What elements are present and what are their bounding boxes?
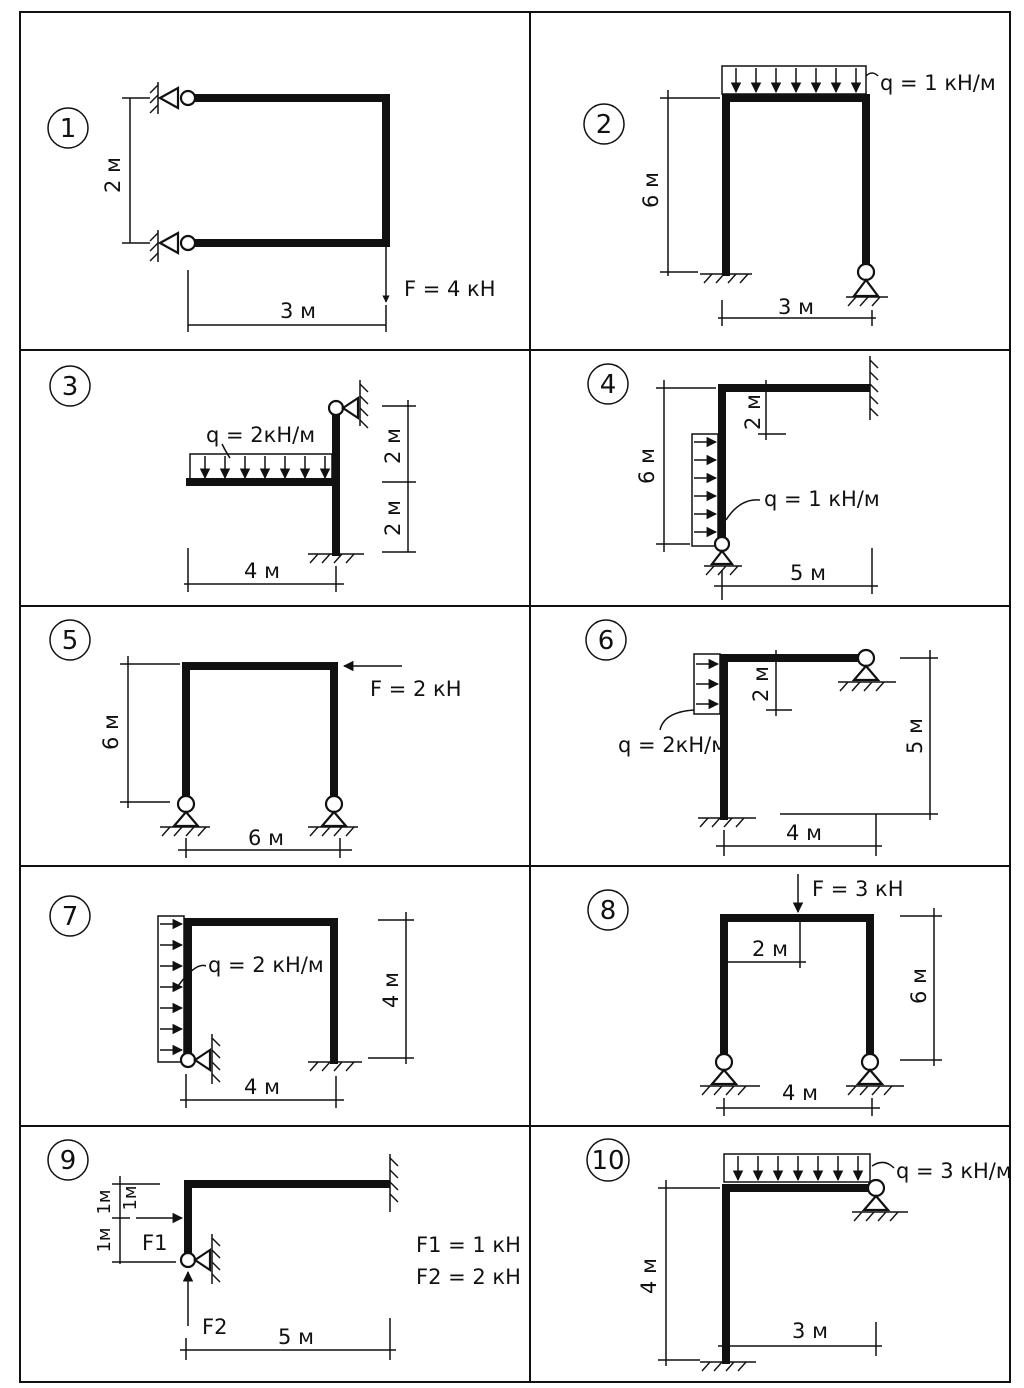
problem-number: 7 bbox=[62, 902, 79, 932]
span-label: 4 м bbox=[244, 1075, 280, 1099]
dim-a-label: 1м bbox=[94, 1189, 115, 1214]
problem-number-circle bbox=[47, 107, 89, 149]
problem-number-circle bbox=[49, 365, 91, 407]
f1-value: F1 = 1 кН bbox=[416, 1233, 521, 1257]
problem-number: 5 bbox=[62, 626, 79, 656]
problem-8: 8 F = 3 кН 2 м 6 м 4 м bbox=[587, 874, 942, 1116]
problem-number: 3 bbox=[62, 372, 79, 402]
force-label: F = 4 кН bbox=[404, 277, 496, 301]
f2-value: F2 = 2 кН bbox=[416, 1265, 521, 1289]
problem-6: 6 q = 2кН/м 2 м 5 м 4 м bbox=[585, 619, 938, 856]
problem-number: 4 bbox=[600, 370, 617, 400]
height-label: 6 м bbox=[99, 714, 123, 750]
load-label: q = 3 кН/м bbox=[896, 1159, 1012, 1183]
span-label: 3 м bbox=[792, 1319, 828, 1343]
dim-b-label: 1м bbox=[120, 1185, 141, 1210]
load-label: q = 1 кН/м bbox=[764, 487, 880, 511]
upper-dim-label: 2 м bbox=[381, 428, 405, 464]
force-label: F = 2 кН bbox=[370, 677, 462, 701]
problem-7: 7 q = 2 кН/м 4 м 4 м bbox=[49, 895, 414, 1108]
load-label: q = 1 кН/м bbox=[880, 71, 996, 95]
problem-2: 2 q = 1 кН/м 6 м 3 м bbox=[583, 65, 996, 326]
problem-3: 3 q = 2кН/м 2 м 2 м bbox=[49, 365, 416, 592]
span-label: 5 м bbox=[790, 561, 826, 585]
height-label: 4 м bbox=[379, 972, 403, 1008]
dim-c-label: 1м bbox=[94, 1227, 115, 1252]
offset-label: 2 м bbox=[752, 937, 788, 961]
problem-5: 5 F = 2 кН 6 м 6 м bbox=[49, 619, 462, 858]
problem-number: 10 bbox=[591, 1146, 624, 1176]
height-label: 5 м bbox=[903, 718, 927, 754]
load-label: q = 2кН/м bbox=[206, 423, 315, 447]
problem-number: 1 bbox=[60, 114, 77, 144]
load-label: q = 2 кН/м bbox=[208, 953, 324, 977]
span-label: 6 м bbox=[248, 826, 284, 850]
problem-number-circle bbox=[585, 619, 627, 661]
problem-number-circle bbox=[49, 895, 91, 937]
problem-number-circle bbox=[586, 1138, 630, 1182]
problem-number-circle bbox=[583, 103, 625, 145]
problem-9: 9 F1 F2 1м 1м 1м F1 = 1 кН F2 = 2 кН 5 м bbox=[47, 1139, 521, 1360]
height-label: 4 м bbox=[637, 1258, 661, 1294]
problem-number-circle bbox=[47, 1139, 89, 1181]
span-label: 4 м bbox=[786, 821, 822, 845]
f1-label: F1 bbox=[142, 1231, 167, 1255]
offset-label: 2 м bbox=[749, 666, 773, 702]
offset-label: 2 м bbox=[741, 394, 765, 430]
problem-10: 10 q = 3 кН/м 4 м 3 м bbox=[586, 1138, 1012, 1372]
problem-4: 4 q = 1 кН/м 6 м 2 м bbox=[587, 356, 880, 600]
load-label: q = 2кН/м bbox=[618, 733, 727, 757]
height-label: 6 м bbox=[639, 172, 663, 208]
grid bbox=[19, 11, 1011, 1383]
problem-number-circle bbox=[587, 363, 629, 405]
force-label: F = 3 кН bbox=[812, 877, 904, 901]
span-label: 3 м bbox=[778, 295, 814, 319]
span-label: 4 м bbox=[244, 559, 280, 583]
f2-label: F2 bbox=[202, 1315, 227, 1339]
height-label: 2 м bbox=[101, 157, 125, 193]
problem-1: 1 F = 4 кН 2 м 3 м bbox=[47, 82, 496, 332]
problem-number-circle bbox=[587, 889, 629, 931]
lower-dim-label: 2 м bbox=[381, 500, 405, 536]
span-label: 5 м bbox=[278, 1325, 314, 1349]
problem-number: 8 bbox=[600, 896, 617, 926]
height-label: 6 м bbox=[907, 968, 931, 1004]
problem-number: 2 bbox=[596, 110, 613, 140]
height-label: 6 м bbox=[635, 448, 659, 484]
span-label: 4 м bbox=[782, 1081, 818, 1105]
problem-number-circle bbox=[49, 619, 91, 661]
span-label: 3 м bbox=[280, 299, 316, 323]
problem-number: 9 bbox=[60, 1146, 77, 1176]
problem-number: 6 bbox=[598, 626, 615, 656]
